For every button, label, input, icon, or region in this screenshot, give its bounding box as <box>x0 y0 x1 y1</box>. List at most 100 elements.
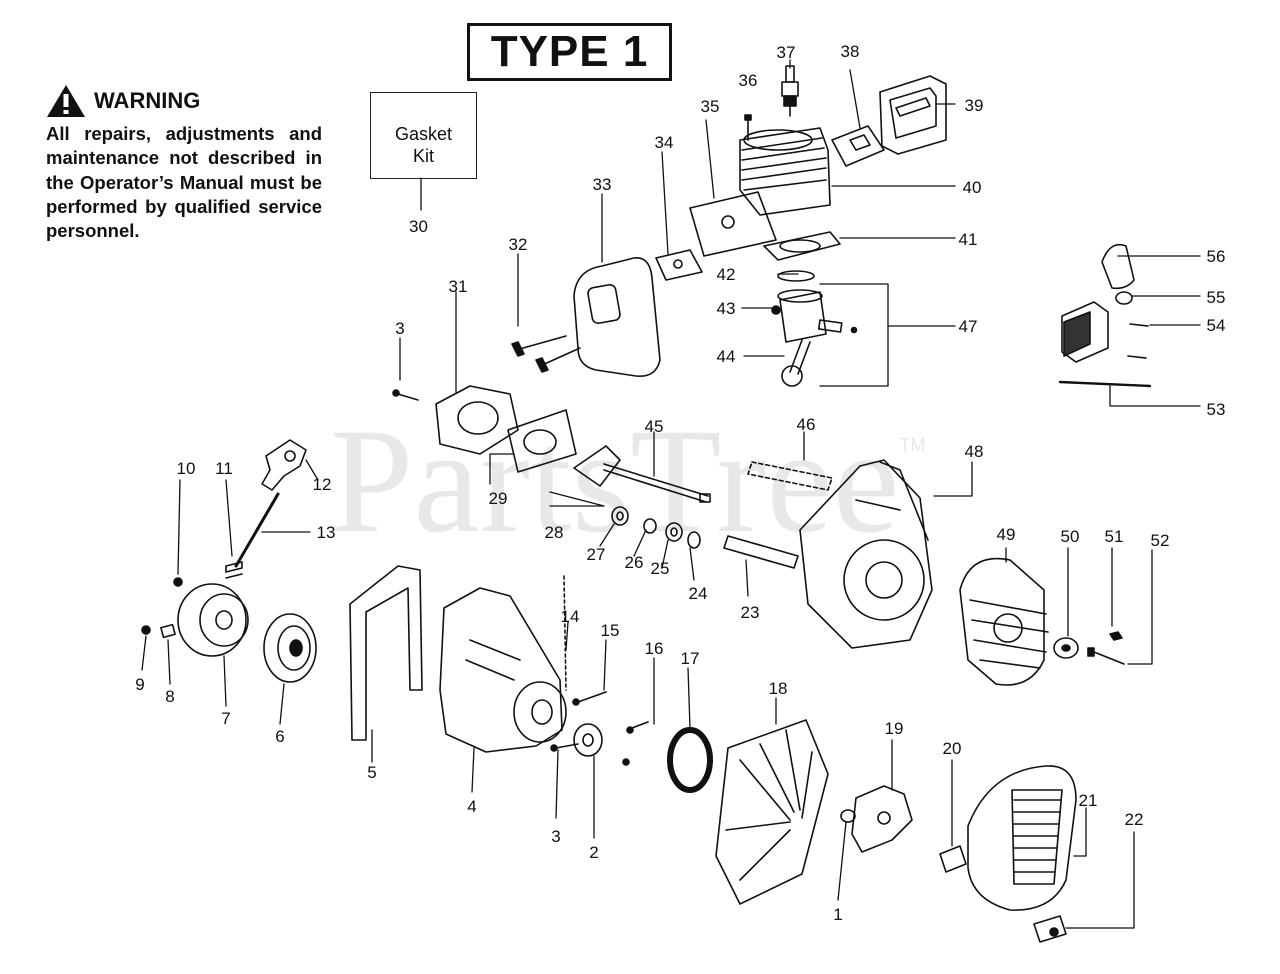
screw-14 <box>563 575 567 691</box>
callout-21: 21 <box>1079 791 1098 810</box>
rope-13 <box>234 492 280 568</box>
callout-36: 36 <box>739 71 758 90</box>
callout-53: 53 <box>1207 400 1226 419</box>
callout-1: 1 <box>833 905 842 924</box>
muffler-cover-39 <box>879 75 947 155</box>
gasket-34 <box>655 249 703 281</box>
bolt-52 <box>1087 647 1125 665</box>
callout-51: 51 <box>1105 527 1124 546</box>
bearings-24-27 <box>611 506 701 549</box>
flywheel-49 <box>959 557 1049 686</box>
washer-50 <box>1053 637 1079 659</box>
callout-4: 4 <box>467 797 476 816</box>
warning-notice: WARNING All repairs, adjustments and mai… <box>46 84 322 243</box>
callout-49: 49 <box>997 525 1016 544</box>
seal-17 <box>667 727 713 793</box>
warning-heading: WARNING <box>94 88 201 113</box>
callout-54: 54 <box>1207 316 1226 335</box>
callout-12: 12 <box>313 475 332 494</box>
spring-6 <box>263 613 317 683</box>
callout-56: 56 <box>1207 247 1226 266</box>
starter-handle-12 <box>261 439 307 491</box>
callout-20: 20 <box>943 739 962 758</box>
callout-32: 32 <box>509 235 528 254</box>
gasket-29 <box>507 409 577 473</box>
fan-cover-21 <box>967 765 1077 911</box>
starter-housing-4 <box>439 587 567 753</box>
piston-assembly <box>771 270 858 387</box>
callout-24: 24 <box>689 584 708 603</box>
bushing-20 <box>939 845 967 873</box>
callout-19: 19 <box>885 719 904 738</box>
warning-text: All repairs, adjustments and maintenance… <box>46 123 322 242</box>
callout-17: 17 <box>681 649 700 668</box>
screw-32a <box>511 335 567 357</box>
callout-42: 42 <box>717 265 736 284</box>
screws-16 <box>622 721 649 766</box>
callout-5: 5 <box>367 763 376 782</box>
carburetor-adapter-31 <box>435 385 519 455</box>
callout-38: 38 <box>841 42 860 61</box>
callout-29: 29 <box>489 489 508 508</box>
callout-16: 16 <box>645 639 664 658</box>
tube-46 <box>747 461 833 491</box>
callout-37: 37 <box>777 43 796 62</box>
crankshaft-45 <box>573 445 711 503</box>
callout-15: 15 <box>601 621 620 640</box>
callout-10: 10 <box>177 459 196 478</box>
hub-19 <box>851 785 913 853</box>
fan-housing-48 <box>799 459 933 649</box>
callout-27: 27 <box>587 545 606 564</box>
callout-3: 3 <box>551 827 560 846</box>
warning-heading-row: WARNING <box>46 84 322 118</box>
screw-15 <box>572 691 607 706</box>
leader-lines <box>141 59 1201 929</box>
callout-8: 8 <box>165 687 174 706</box>
nut-51 <box>1109 631 1123 641</box>
washer-1 <box>840 809 856 823</box>
callout-55: 55 <box>1207 288 1226 307</box>
callout-6: 6 <box>275 727 284 746</box>
screw-3-top <box>392 389 419 401</box>
callout-34: 34 <box>655 133 674 152</box>
callout-13: 13 <box>317 523 336 542</box>
bushing-2 <box>573 723 603 757</box>
pulley-7 <box>177 583 249 657</box>
spark-plug <box>781 65 799 117</box>
screw-3-bottom <box>550 743 579 752</box>
callout-3: 3 <box>395 319 404 338</box>
callout-31: 31 <box>449 277 468 296</box>
callout-28: 28 <box>545 523 564 542</box>
callout-43: 43 <box>717 299 736 318</box>
callout-48: 48 <box>965 442 984 461</box>
diagram-title: TYPE 1 <box>467 23 672 81</box>
screw-36 <box>744 114 752 141</box>
callout-45: 45 <box>645 417 664 436</box>
callout-23: 23 <box>741 603 760 622</box>
callout-50: 50 <box>1061 527 1080 546</box>
handle-frame-5 <box>349 565 423 741</box>
callout-7: 7 <box>221 709 230 728</box>
callout-26: 26 <box>625 553 644 572</box>
callout-18: 18 <box>769 679 788 698</box>
tube-23 <box>723 535 799 569</box>
gasket-kit-label-1: Gasket <box>394 124 453 144</box>
callout-22: 22 <box>1125 810 1144 829</box>
callout-9: 9 <box>135 675 144 694</box>
warning-triangle-icon <box>47 85 85 117</box>
clip-22 <box>1033 915 1067 943</box>
callout-39: 39 <box>965 96 984 115</box>
gasket-41 <box>763 231 841 261</box>
wire-53 <box>1058 380 1152 388</box>
small-parts-8-10 <box>141 577 183 639</box>
callout-52: 52 <box>1151 531 1170 550</box>
spring-11 <box>225 561 243 579</box>
callout-35: 35 <box>701 97 720 116</box>
callout-47: 47 <box>959 317 978 336</box>
callout-14: 14 <box>561 607 580 626</box>
callout-30: 30 <box>409 217 428 236</box>
callout-41: 41 <box>959 230 978 249</box>
screw-32b <box>535 347 581 373</box>
